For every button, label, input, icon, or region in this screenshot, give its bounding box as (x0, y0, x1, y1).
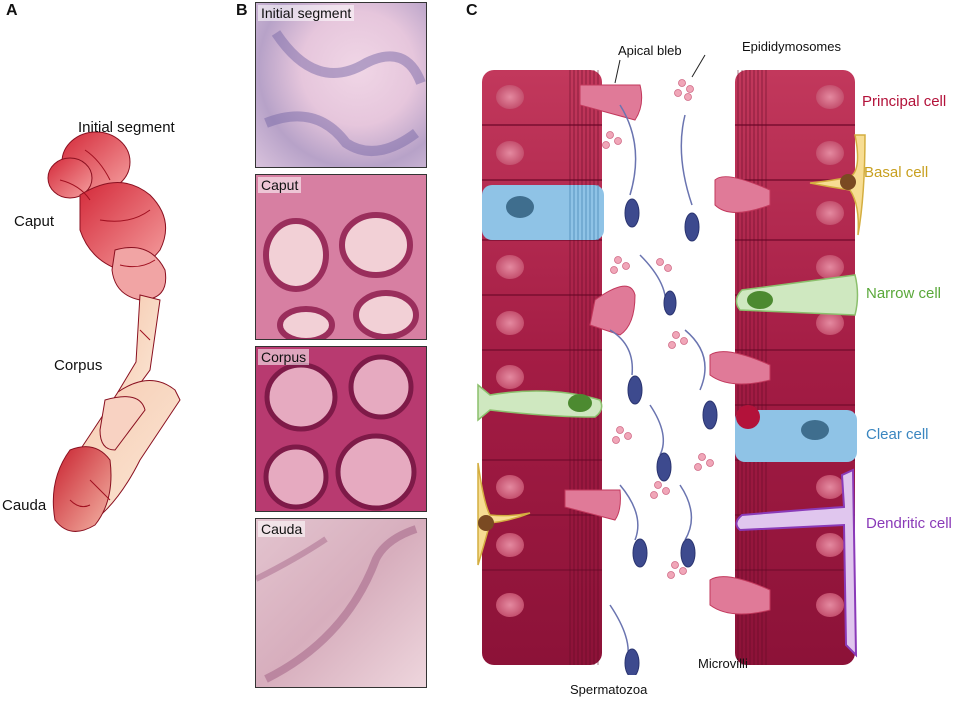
epididymis-drawing (47, 131, 181, 532)
histology-tile-caput: Caput (255, 174, 427, 340)
tile-label-caput: Caput (258, 177, 302, 193)
label-epididymosomes: Epididymosomes (742, 39, 841, 54)
label-caput: Caput (14, 213, 55, 230)
histology-tile-cauda: Cauda (255, 518, 427, 688)
panel-letter-b: B (236, 2, 248, 19)
tile-label-corpus: Corpus (258, 349, 310, 365)
spermatozoa (609, 104, 718, 675)
tile-label-initial-segment: Initial segment (258, 5, 355, 21)
epithelium-schematic (477, 54, 866, 675)
panel-letter-c: C (466, 2, 478, 19)
label-corpus: Corpus (54, 357, 103, 374)
panel-letter-a: A (6, 2, 18, 19)
histology-tile-corpus: Corpus (255, 346, 427, 512)
label-dendritic-cell: Dendritic cell (866, 515, 952, 532)
histology-texture-corpus (263, 354, 417, 511)
leader-lines (614, 54, 706, 84)
histology-texture-cauda (256, 525, 418, 683)
label-spermatozoa: Spermatozoa (570, 682, 648, 697)
label-clear-cell: Clear cell (866, 426, 929, 443)
label-initial-segment: Initial segment (78, 119, 175, 136)
label-microvilli: Microvilli (698, 656, 748, 671)
right-epithelium (709, 70, 866, 665)
label-principal-cell: Principal cell (862, 93, 947, 110)
histology-texture-initial (264, 30, 426, 156)
tile-label-cauda: Cauda (258, 521, 306, 537)
epididymosomes (602, 79, 714, 579)
label-narrow-cell: Narrow cell (866, 285, 942, 302)
label-basal-cell: Basal cell (864, 164, 929, 181)
left-epithelium (477, 70, 643, 665)
label-apical-bleb: Apical bleb (618, 43, 682, 58)
histology-tile-initial-segment: Initial segment (255, 2, 427, 168)
label-cauda: Cauda (2, 497, 47, 514)
histology-texture-caput (263, 212, 419, 339)
